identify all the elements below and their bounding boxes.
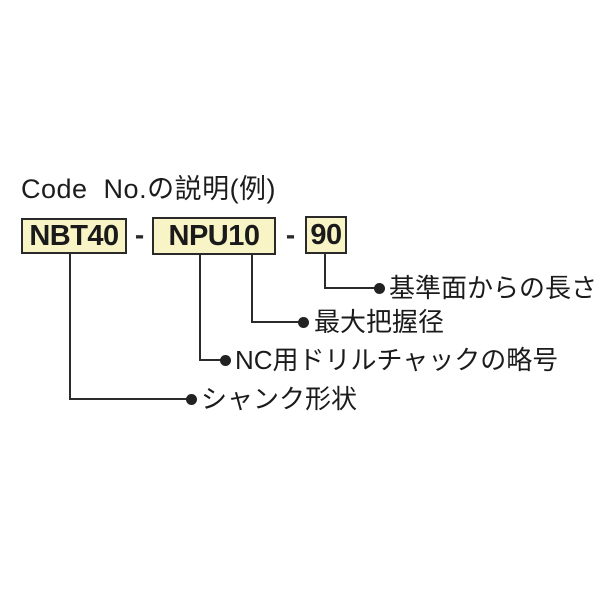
leader-bullet-icon — [220, 355, 231, 366]
leader-line-horizontal — [199, 359, 221, 361]
leader-line-vertical — [251, 254, 253, 323]
legend-label-shank-shape: シャンク形状 — [201, 384, 358, 414]
code-separator: - — [285, 219, 296, 250]
code-segment-shank: NBT40 — [21, 218, 127, 254]
leader-line-vertical — [199, 254, 201, 361]
leader-line-horizontal — [324, 287, 376, 289]
legend-label-nc-drill-chuck-code: NC用ドリルチャックの略号 — [235, 345, 559, 375]
diagram-title: Code No.の説明(例) — [21, 174, 277, 204]
leader-line-horizontal — [69, 398, 187, 400]
leader-bullet-icon — [186, 394, 197, 405]
leader-line-vertical — [69, 254, 71, 400]
leader-bullet-icon — [298, 317, 309, 328]
code-segment-chuck: NPU10 — [152, 217, 276, 255]
code-separator: - — [134, 219, 145, 250]
legend-label-length-from-datum: 基準面からの長さ — [389, 273, 598, 303]
leader-line-vertical — [324, 253, 326, 289]
leader-line-horizontal — [251, 321, 299, 323]
code-segment-length: 90 — [305, 216, 347, 254]
leader-bullet-icon — [374, 283, 385, 294]
legend-label-max-grip-diameter: 最大把握径 — [314, 307, 445, 337]
